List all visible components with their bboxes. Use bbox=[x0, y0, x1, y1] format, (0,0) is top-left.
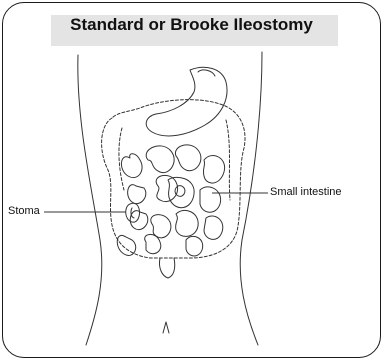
small-intestine-loops bbox=[117, 145, 224, 256]
torso-left-outline bbox=[78, 55, 102, 345]
torso-right-outline bbox=[240, 52, 262, 345]
stomach bbox=[146, 67, 227, 136]
rectum bbox=[159, 258, 174, 278]
stoma-label: Stoma bbox=[8, 205, 40, 217]
navel bbox=[163, 322, 169, 333]
small-intestine-label: Small intestine bbox=[270, 186, 342, 198]
